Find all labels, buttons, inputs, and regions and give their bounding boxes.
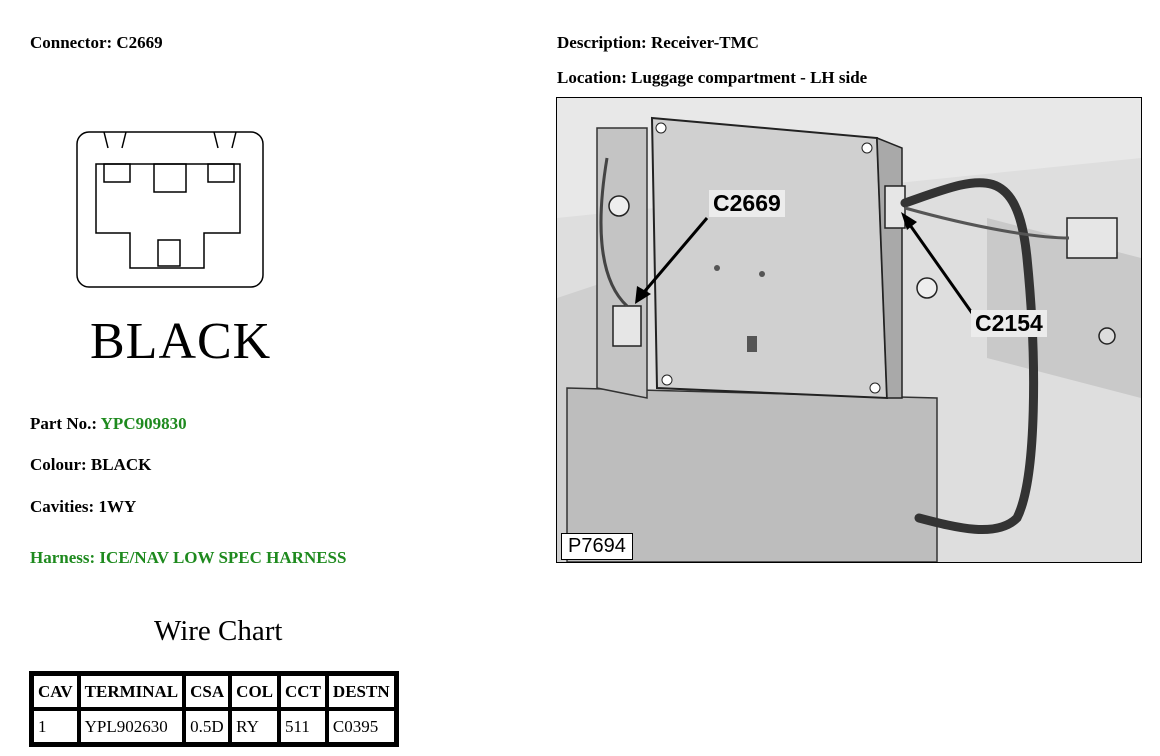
table-row: 1 YPL902630 0.5D RY 511 C0395 <box>32 709 396 744</box>
description: Description: Receiver-TMC <box>557 33 759 53</box>
connector-label: Connector: <box>30 33 113 52</box>
part-number-label: Part No.: <box>30 414 98 433</box>
cell-col: RY <box>230 709 280 744</box>
cell-terminal: YPL902630 <box>78 709 185 744</box>
header-cav: CAV <box>32 674 79 709</box>
header-terminal: TERMINAL <box>78 674 185 709</box>
cell-cct: 511 <box>279 709 327 744</box>
illustration-reference: P7694 <box>561 533 633 560</box>
callout-c2154: C2154 <box>971 310 1047 337</box>
connector-colour-label: BLACK <box>90 313 272 370</box>
colour-value: BLACK <box>90 455 152 474</box>
colour-label: Colour: <box>30 455 87 474</box>
cell-destn[interactable]: C0395 <box>326 709 396 744</box>
cell-csa: 0.5D <box>184 709 231 744</box>
part-number-link[interactable]: YPC909830 <box>100 414 187 433</box>
connector-face-diagram <box>76 131 264 288</box>
cavities: Cavities: 1WY <box>30 497 136 517</box>
header-csa: CSA <box>184 674 231 709</box>
location-value: Luggage compartment - LH side <box>631 68 868 87</box>
illustration-drawing <box>557 98 1141 562</box>
harness: Harness: ICE/NAV LOW SPEC HARNESS <box>30 548 346 568</box>
cavities-label: Cavities: <box>30 497 95 516</box>
connector-value: C2669 <box>116 33 163 52</box>
description-value: Receiver-TMC <box>650 33 759 52</box>
cell-cav: 1 <box>32 709 79 744</box>
wire-chart-title: Wire Chart <box>154 615 283 647</box>
header-cct: CCT <box>279 674 327 709</box>
connector-title: Connector: C2669 <box>30 33 163 53</box>
header-col: COL <box>230 674 280 709</box>
table-header-row: CAV TERMINAL CSA COL CCT DESTN <box>32 674 396 709</box>
location-illustration: C2669 C2154 P7694 <box>556 97 1142 563</box>
location: Location: Luggage compartment - LH side <box>557 68 867 88</box>
colour: Colour: BLACK <box>30 455 151 475</box>
part-number: Part No.: YPC909830 <box>30 414 187 434</box>
location-label: Location: <box>557 68 627 87</box>
cavities-value: 1WY <box>98 497 137 516</box>
callout-c2669: C2669 <box>709 190 785 217</box>
harness-label: Harness: <box>30 548 96 567</box>
header-destn: DESTN <box>326 674 396 709</box>
description-label: Description: <box>557 33 647 52</box>
destination-link[interactable]: C0395 <box>332 717 379 736</box>
harness-link[interactable]: ICE/NAV LOW SPEC HARNESS <box>99 548 347 567</box>
wire-chart-table: CAV TERMINAL CSA COL CCT DESTN 1 YPL9026… <box>29 671 399 747</box>
